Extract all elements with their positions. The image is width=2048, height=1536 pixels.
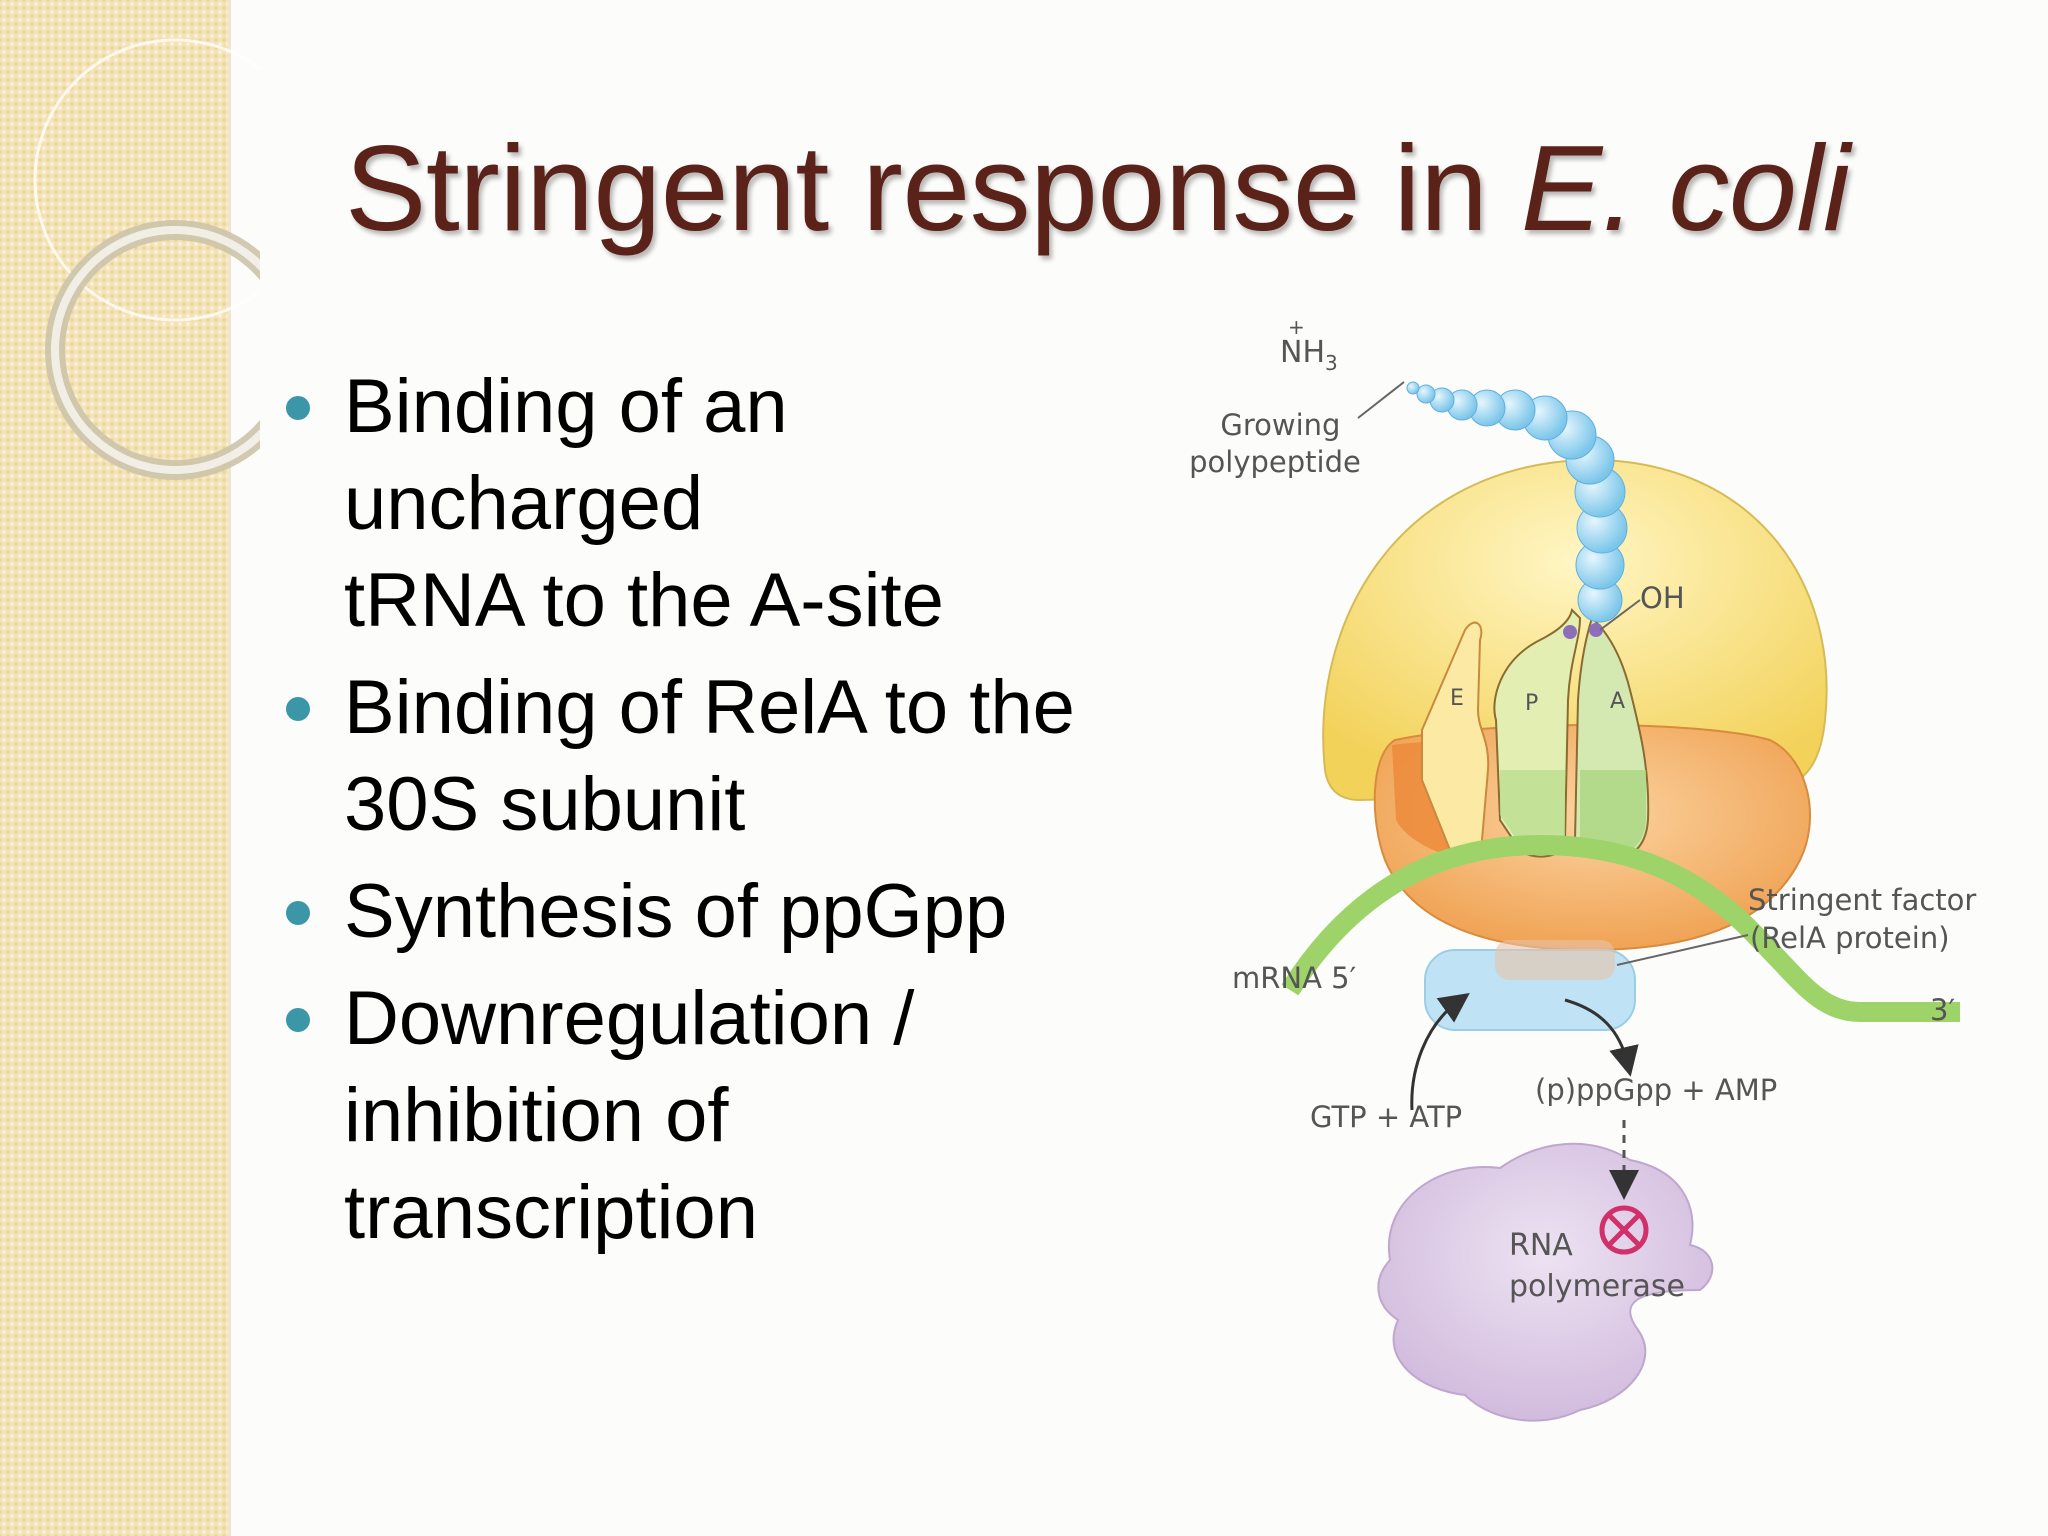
bullet-item: Binding of an uncharged tRNA to the A-si… — [280, 358, 1140, 649]
bullet-dot-icon — [286, 697, 310, 721]
decorative-rings — [33, 38, 260, 480]
bullet-item: Binding of RelA to the 30S subunit — [280, 659, 1140, 853]
bullet-text: Binding of an uncharged tRNA to the A-si… — [344, 364, 944, 643]
slide-title: Stringent response in E. coli — [345, 118, 1850, 258]
p-site-anticodon-icon — [1563, 625, 1577, 639]
trna-p-lower — [1500, 770, 1565, 850]
site-e-label: E — [1450, 686, 1464, 711]
bullet-text: Binding of RelA to the 30S subunit — [344, 665, 1075, 847]
growing-polypeptide-label: Growing polypeptide — [1189, 408, 1361, 479]
site-a-label: A — [1610, 689, 1625, 714]
title-organism: E. coli — [1520, 120, 1850, 256]
bullet-dot-icon — [286, 901, 310, 925]
ppgpp-amp-label: (p)ppGpp + AMP — [1535, 1073, 1777, 1107]
title-main: Stringent response in — [345, 120, 1521, 256]
gtp-atp-label: GTP + ATP — [1310, 1100, 1462, 1134]
arrow-gtp-to-rela — [1410, 993, 1470, 1111]
nh3-label: NH3 — [1280, 335, 1338, 375]
bullet-dot-icon — [286, 1008, 310, 1032]
pointer-oh — [1599, 599, 1641, 631]
a-site-anticodon-icon — [1589, 623, 1603, 637]
bullet-item: Downregulation / inhibition of transcrip… — [280, 970, 1140, 1261]
mrna-3-label: 3′ — [1930, 993, 1955, 1027]
bullet-text: Synthesis of ppGpp — [344, 869, 1008, 954]
stringent-response-diagram: NH3 + Growing polypeptide OH E P A Strin… — [1189, 315, 1986, 1422]
pointer-growing-polypeptide — [1357, 381, 1405, 419]
trna-a-lower — [1580, 770, 1646, 853]
rna-polymerase-label: RNA polymerase — [1509, 1228, 1685, 1304]
arrow-rela-to-ppgpp — [1564, 998, 1639, 1077]
oh-label: OH — [1640, 581, 1685, 615]
bullet-dot-icon — [286, 396, 310, 420]
mrna-strand — [1281, 834, 1960, 1022]
polypeptide-chain — [1406, 381, 1628, 623]
rna-polymerase — [1377, 1142, 1714, 1422]
stringent-factor-label: Stringent factor (RelA protein) — [1748, 883, 1986, 955]
nh3-charge: + — [1288, 315, 1305, 339]
rela-binding-patch — [1495, 940, 1615, 980]
inhibition-mark-icon — [1599, 1205, 1649, 1255]
bullet-text: Downregulation / inhibition of transcrip… — [344, 976, 915, 1255]
site-p-label: P — [1525, 691, 1538, 716]
bullet-item: Synthesis of ppGpp — [280, 863, 1140, 960]
mrna-5-label: mRNA 5′ — [1232, 961, 1356, 995]
pointer-stringent-factor — [1616, 934, 1749, 966]
bullet-list: Binding of an uncharged tRNA to the A-si… — [280, 358, 1140, 1271]
